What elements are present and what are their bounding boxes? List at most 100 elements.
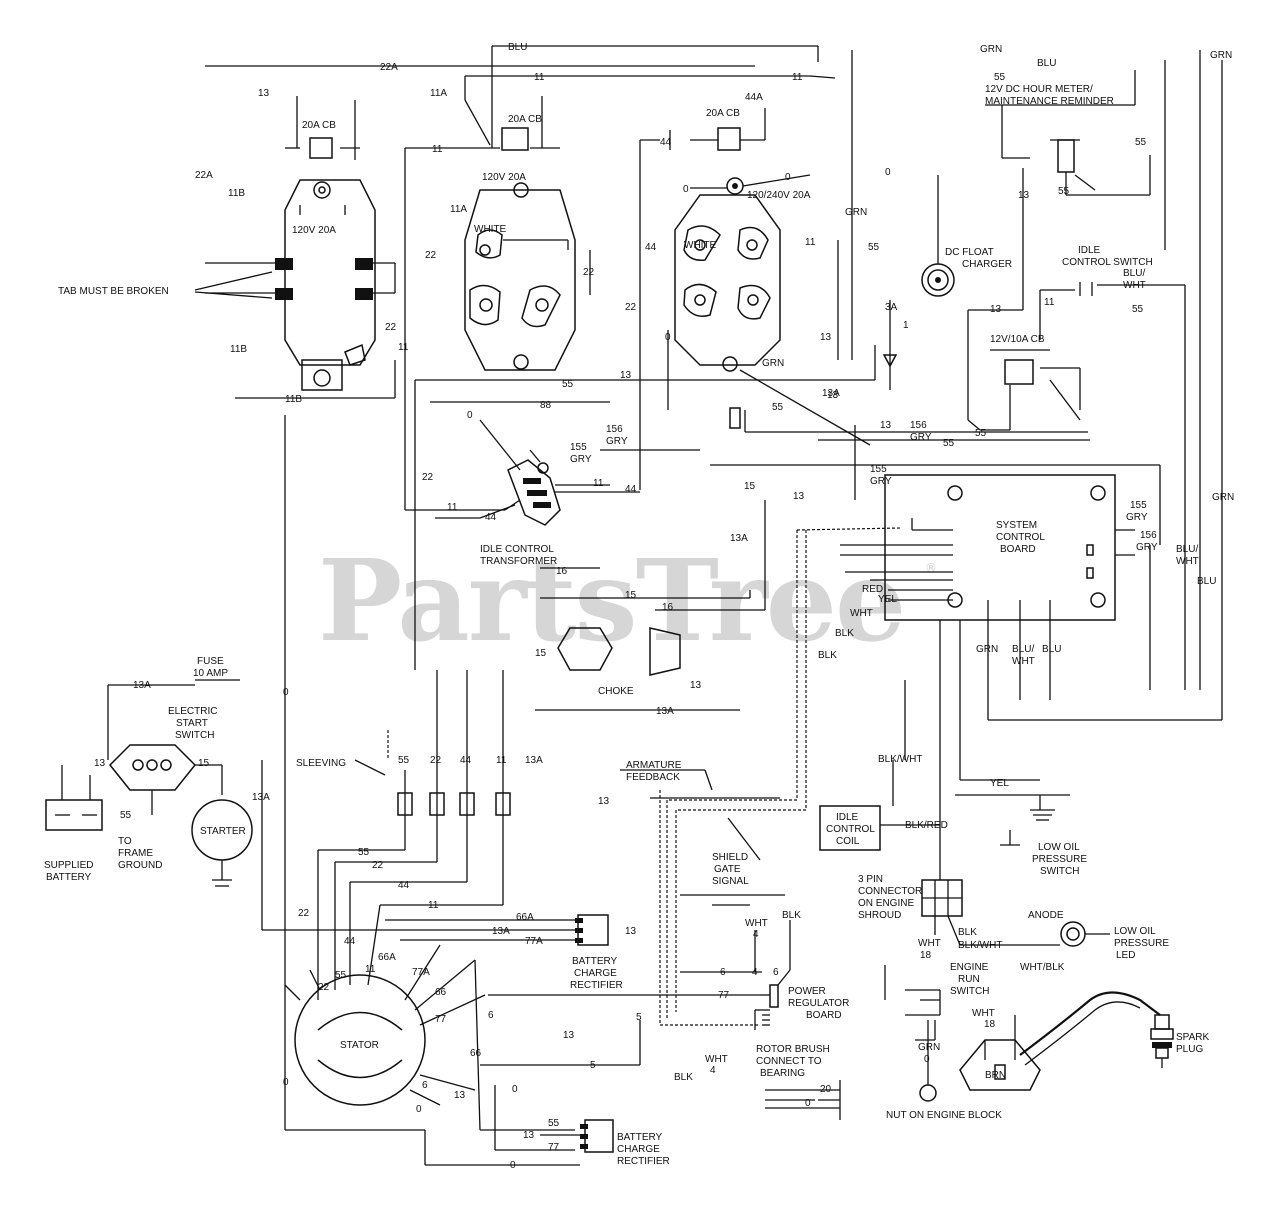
- wire-label: 1: [903, 320, 909, 331]
- idle-coil-label-line2: CONTROL: [826, 824, 875, 835]
- wire-label: 22: [318, 982, 330, 993]
- wire-label: 0: [512, 1084, 518, 1095]
- wire-label: 15: [198, 758, 210, 769]
- wire-label: 66A: [516, 912, 534, 923]
- wire-label: 13: [563, 1030, 575, 1041]
- left-circuit-breaker: [285, 96, 360, 160]
- wire-label: 0: [683, 184, 689, 195]
- wire-label: 6: [720, 967, 726, 978]
- center-circuit-breaker: [470, 96, 560, 151]
- shield-label-line3: SIGNAL: [712, 876, 749, 887]
- wire-label: 44: [660, 137, 672, 148]
- idle-switch-label-line1: IDLE: [1078, 245, 1101, 256]
- cb-12v-label: 12V/10A CB: [990, 334, 1045, 345]
- wire-label: 77: [718, 990, 730, 1001]
- wire-label: 22: [430, 755, 442, 766]
- low-oil-switch-label-line3: SWITCH: [1040, 866, 1079, 877]
- brush-label-line1: ROTOR BRUSH: [756, 1044, 830, 1055]
- wire-label: GRN: [980, 44, 1002, 55]
- frame-ground-label-line2: FRAME: [118, 848, 153, 859]
- wire-label: WHT/BLK: [1020, 962, 1065, 973]
- wire-label: GRY: [570, 454, 592, 465]
- wire-label: 11: [432, 144, 443, 155]
- wire-label: 13: [690, 680, 702, 691]
- wire-label: 44: [485, 512, 497, 523]
- pin-conn-label-line4: SHROUD: [858, 910, 901, 921]
- battery-label-line2: BATTERY: [46, 872, 92, 883]
- rectifier-top-label-line2: CHARGE: [574, 968, 617, 979]
- wire-label: 0: [416, 1104, 422, 1115]
- wire-label: BLU/: [1176, 544, 1198, 555]
- wire-label: 13A: [525, 755, 543, 766]
- center-120v-outlet: [464, 182, 591, 371]
- wire-label: 13: [598, 796, 610, 807]
- low-oil-led-label-line3: LED: [1116, 950, 1135, 961]
- outlet-120v-center-label: 120V 20A: [482, 172, 526, 183]
- wire-label: 66A: [378, 952, 396, 963]
- wire-label: 55: [772, 402, 784, 413]
- fuse: [107, 679, 240, 760]
- wire-label: 88: [540, 400, 552, 411]
- wire-label: 55: [1132, 304, 1144, 315]
- three-pin-connector: [921, 830, 1060, 946]
- wire-label: 18: [984, 1019, 996, 1030]
- wire-label: GRN: [976, 644, 998, 655]
- wire-label: BRN: [985, 1070, 1006, 1081]
- outlet-120v-left-label: 120V 20A: [292, 225, 336, 236]
- wire-label: 77: [548, 1142, 560, 1153]
- pin-conn-label-line1: 3 PIN: [858, 874, 883, 885]
- wire-label: 5: [590, 1060, 596, 1071]
- pin-conn-label-line2: CONNECTOR: [858, 886, 922, 897]
- wire-label: 55: [398, 755, 410, 766]
- wire-label: 55: [562, 379, 574, 390]
- wire-label: 11: [365, 964, 376, 975]
- wire-label: BLU: [1037, 58, 1056, 69]
- wire-label: 13A: [730, 533, 748, 544]
- wire-label: 44A: [745, 92, 763, 103]
- battery-charge-rectifier-top: [385, 914, 609, 946]
- wire-label: 155: [870, 464, 887, 475]
- wire-label: 44: [344, 936, 356, 947]
- stator-label: STATOR: [340, 1040, 379, 1051]
- right-circuit-breaker: [690, 108, 766, 151]
- rectifier-bottom-label-line3: RECTIFIER: [617, 1156, 670, 1167]
- wire-label: GRY: [910, 432, 932, 443]
- watermark: PartsTree: [318, 536, 904, 667]
- low-oil-switch-label-line2: PRESSURE: [1032, 854, 1087, 865]
- wire-label: 11: [428, 900, 439, 911]
- wire-label: 55: [975, 428, 987, 439]
- wire-label: 0: [467, 410, 473, 421]
- wire-label: 13: [258, 88, 270, 99]
- wire-label: 11: [805, 237, 816, 248]
- spark-label-line2: PLUG: [1176, 1044, 1203, 1055]
- regulator-label-line3: BOARD: [806, 1010, 842, 1021]
- cb-12v-10a: [980, 349, 1081, 431]
- wire-label: BLK/WHT: [958, 940, 1002, 951]
- wire-label: GRN: [762, 358, 784, 369]
- wire-label: 11B: [230, 344, 247, 355]
- wire-label: 55: [943, 438, 955, 449]
- wire-label: 11: [398, 342, 409, 353]
- wire-label: 13: [880, 420, 892, 431]
- sleeving-connectors: [317, 670, 511, 1000]
- wire-label: 22: [298, 908, 310, 919]
- wire-label: 13A: [133, 680, 151, 691]
- rotor-brushes: [765, 1080, 841, 1120]
- wire-label: 11: [447, 502, 458, 513]
- wire-label: 11: [534, 72, 545, 83]
- wire-label: 55: [120, 810, 132, 821]
- wire-label: 77A: [525, 936, 543, 947]
- idle-control-coil: [819, 680, 940, 851]
- cb-20a-center-label: 20A CB: [508, 114, 542, 125]
- shield-label-line2: GATE: [714, 864, 741, 875]
- wire-label: 55: [548, 1118, 560, 1129]
- wire-label: 0: [283, 687, 289, 698]
- regulator-label-line2: REGULATOR: [788, 998, 849, 1009]
- hour-meter: [967, 60, 1166, 431]
- idle-control-transformer: [405, 419, 640, 526]
- sleeving-label: SLEEVING: [296, 758, 346, 769]
- wire-label: 22: [372, 860, 384, 871]
- wire-label: 13A: [492, 926, 510, 937]
- wire-label: BLK/RED: [905, 820, 948, 831]
- wire-label: 0: [283, 1077, 289, 1088]
